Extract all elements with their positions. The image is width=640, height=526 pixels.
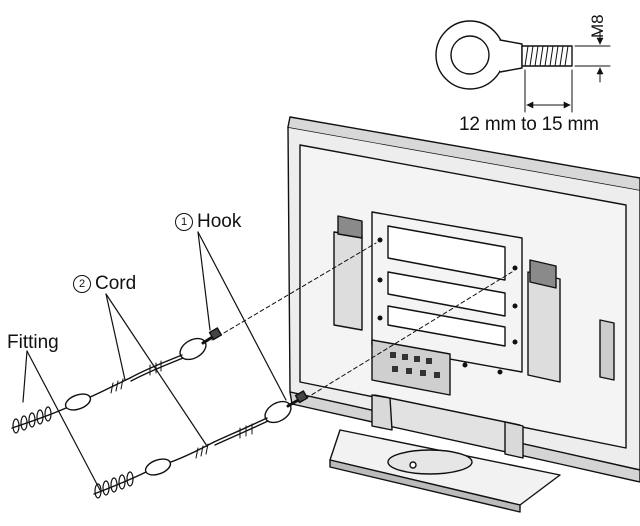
hook-text: Hook: [197, 211, 242, 232]
cord-number: 2: [73, 275, 91, 293]
eye-bolt-detail: [435, 20, 611, 113]
thread-size-label: M8: [588, 14, 607, 38]
upper-cord-assembly: [11, 327, 223, 434]
fitting-label: Fitting: [7, 332, 59, 353]
lower-cord-assembly: [93, 390, 309, 499]
hook-number: 1: [175, 213, 193, 231]
bolt-length-label: 12 mm to 15 mm: [459, 114, 599, 135]
cord-text: Cord: [95, 273, 137, 294]
tv-stand: [329, 394, 561, 513]
